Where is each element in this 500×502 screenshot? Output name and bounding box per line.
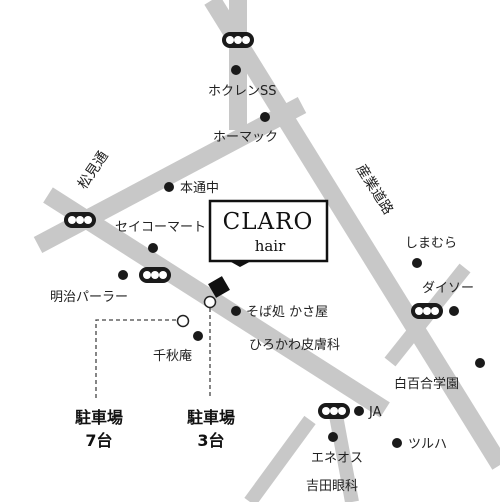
- parking-3-marker: [203, 295, 217, 309]
- label-eneos: エネオス: [311, 451, 363, 466]
- poi-dots: [118, 65, 485, 448]
- road-diagonal-main: [43, 187, 390, 418]
- poi-dot-shimamura: [412, 258, 422, 268]
- store-marker: CLARO hair: [208, 199, 329, 298]
- parking-3-count: 3台: [197, 431, 224, 450]
- poi-dot-meiji: [118, 270, 128, 280]
- label-shirayuri: 白百合学園: [394, 376, 459, 392]
- label-senshuan: 千秋庵: [153, 348, 192, 364]
- traffic-signal-icon: [318, 403, 350, 419]
- parking-7-title: 駐車場: [75, 408, 123, 427]
- label-daiso: ダイソー: [422, 281, 474, 296]
- traffic-signal-icon: [139, 267, 171, 283]
- label-yoshida: 吉田眼科: [306, 479, 358, 494]
- poi-dot-hokuren: [231, 65, 241, 75]
- poi-dot-daiso: [449, 306, 459, 316]
- label-tsuruha: ツルハ: [408, 437, 447, 452]
- label-soba: そば処 かさ屋: [246, 305, 328, 320]
- parking-3-title: 駐車場: [187, 408, 235, 427]
- parking-7-count: 7台: [85, 431, 112, 450]
- label-homac: ホーマック: [213, 130, 278, 145]
- traffic-signals: [64, 32, 443, 419]
- road-label-sangyo: 産業道路: [353, 162, 396, 218]
- label-hokuren: ホクレンSS: [208, 84, 277, 99]
- poi-dot-tsuruha: [392, 438, 402, 448]
- traffic-signal-icon: [222, 32, 254, 48]
- poi-dot-shirayuri: [475, 358, 485, 368]
- parking-routes: [95, 295, 217, 398]
- traffic-signal-icon: [411, 303, 443, 319]
- road-sangyo: [204, 0, 500, 470]
- store-name: CLARO: [223, 209, 314, 235]
- store-location-icon: [208, 276, 230, 298]
- poi-dot-hondori: [164, 182, 174, 192]
- road-label-matsumi: 松見通: [75, 148, 112, 192]
- label-seicomart: セイコーマート: [115, 220, 206, 235]
- poi-dot-soba: [231, 306, 241, 316]
- parking-7-route: [95, 319, 178, 398]
- poi-dot-eneos: [328, 432, 338, 442]
- traffic-signal-icon: [64, 212, 96, 228]
- road-south-right: [328, 408, 359, 502]
- label-shimamura: しまむら: [405, 236, 457, 251]
- road-south-left: [244, 415, 316, 502]
- label-hondori: 本通中: [180, 181, 219, 196]
- poi-dot-seicomart: [148, 243, 158, 253]
- store-subtitle: hair: [255, 237, 286, 255]
- label-meiji: 明治パーラー: [50, 290, 128, 305]
- poi-dot-senshuan: [193, 331, 203, 341]
- label-ja: JA: [368, 405, 382, 420]
- poi-dot-homac: [260, 112, 270, 122]
- label-hirokawa: ひろかわ皮膚科: [249, 337, 340, 353]
- parking-7-marker: [176, 314, 190, 328]
- poi-dot-ja: [354, 406, 364, 416]
